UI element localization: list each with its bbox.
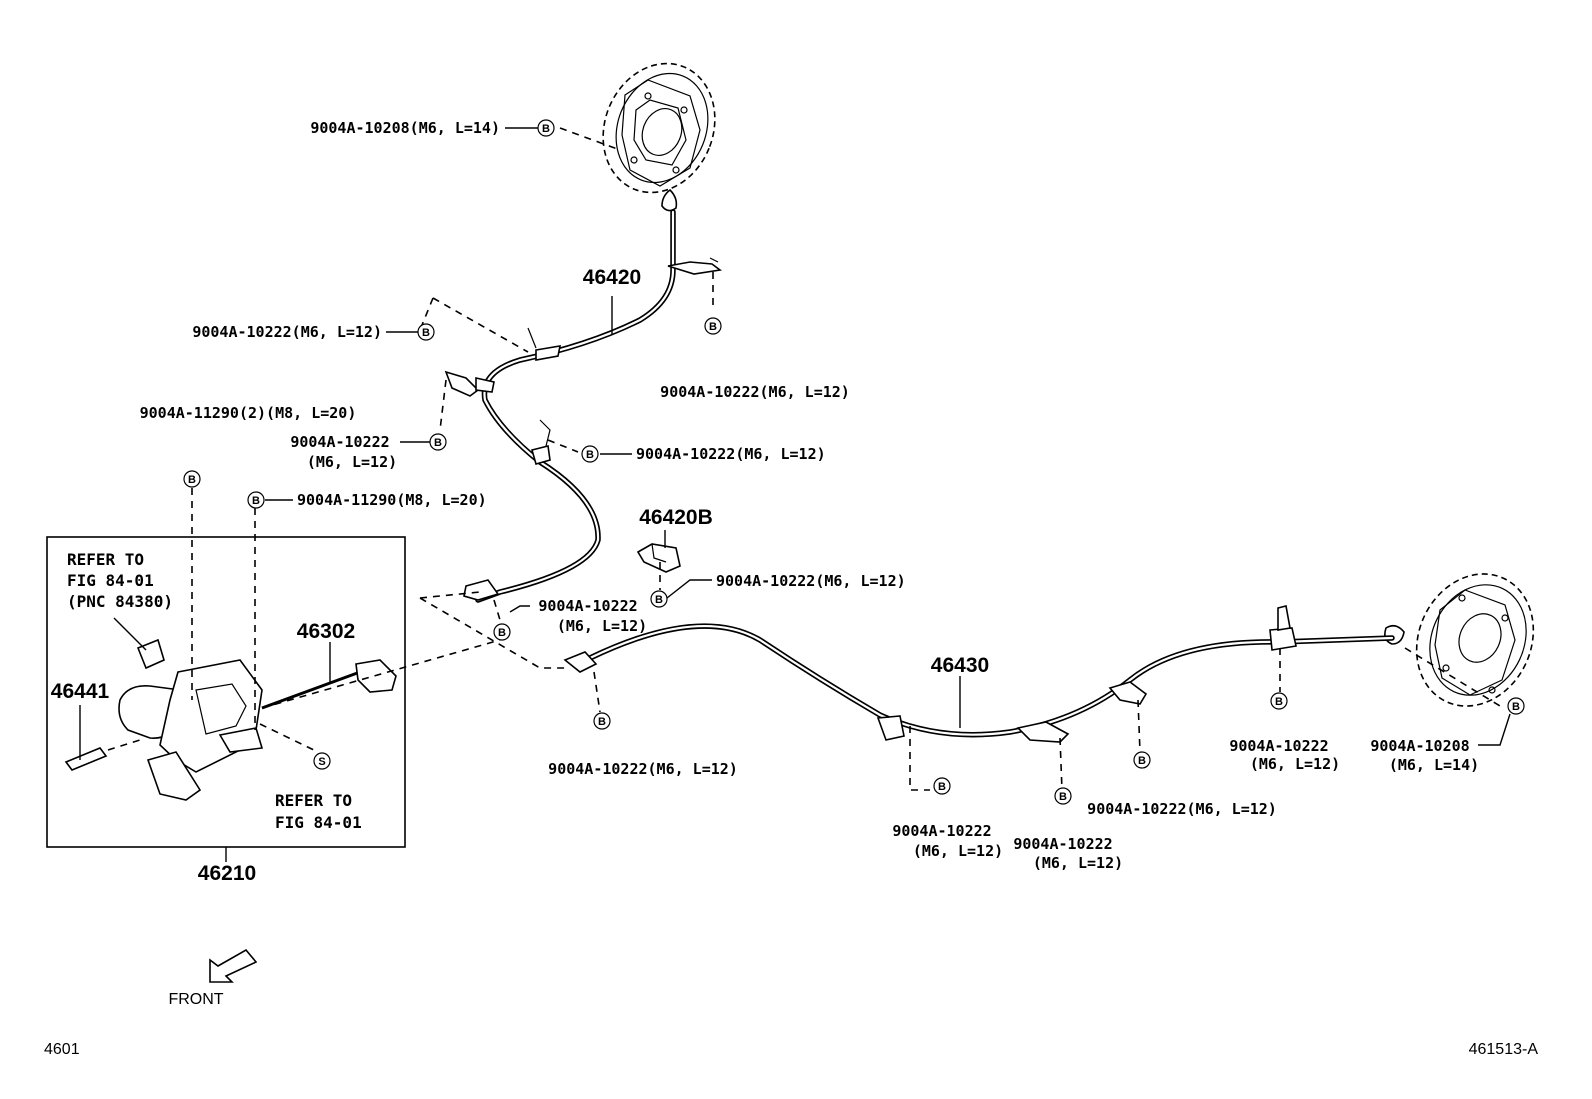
bolt-marker-2: B — [417, 323, 435, 341]
bracket-46420b — [636, 543, 681, 573]
refer-note-1-line3: (PNC 84380) — [67, 592, 173, 611]
part-number-46302: 46302 — [297, 620, 355, 643]
bolt-marker-9: B — [493, 623, 511, 641]
bolt-marker-7: B — [247, 491, 265, 509]
part-number-46420b: 46420B — [639, 506, 713, 529]
part-number-46430: 46430 — [931, 654, 989, 677]
bolt-marker-6: B — [183, 470, 201, 488]
bolt-marker-3: B — [704, 317, 722, 335]
rear-brake-backing-plate-right — [1384, 573, 1535, 707]
screw-marker: S — [313, 752, 331, 770]
label-bolt-mid-2-line2: (M6, L=12) — [1033, 854, 1123, 872]
svg-text:B: B — [422, 327, 430, 339]
label-bolt-right-2: (M6, L=12) — [1250, 755, 1340, 773]
bolt-marker-15: B — [1507, 697, 1525, 715]
label-leader-lines — [79, 127, 1511, 862]
svg-text:B: B — [1059, 791, 1067, 803]
bolt-marker-8: B — [650, 590, 668, 608]
svg-text:B: B — [1512, 701, 1520, 713]
dashed-assembly-lines — [107, 127, 1501, 791]
label-bolt-cable-clip-b: 9004A-10222(M6, L=12) — [636, 445, 826, 463]
label-bolt-right-disc-1: 9004A-10208 — [1370, 737, 1469, 755]
label-bolt-front-bottom: 9004A-10222(M6, L=12) — [548, 760, 738, 778]
svg-text:B: B — [1275, 696, 1283, 708]
svg-text:B: B — [542, 123, 550, 135]
label-bolt-cable-clip-a-1: 9004A-10222 — [290, 433, 389, 451]
refer-note-2-line1: REFER TO — [275, 791, 352, 810]
label-bolt-right-upper-bracket: 9004A-10222(M6, L=12) — [660, 383, 850, 401]
svg-text:B: B — [598, 716, 606, 728]
parking-brake-lever-assy — [64, 638, 264, 801]
label-bolt-46420b: 9004A-10222(M6, L=12) — [716, 572, 906, 590]
bolt-marker-13: B — [1133, 751, 1151, 769]
bolt-marker-5: B — [581, 445, 599, 463]
bolt-marker-4: B — [429, 433, 447, 451]
bolt-marker-10: B — [593, 712, 611, 730]
svg-text:B: B — [1138, 755, 1146, 767]
label-bolt-mid-1-line2: (M6, L=12) — [913, 842, 1003, 860]
label-bolt-lever-m8-qty: 9004A-11290(2)(M8, L=20) — [140, 404, 357, 422]
label-bolt-mid-2-line1: 9004A-10222 — [1013, 835, 1112, 853]
bolt-marker-1: B — [537, 119, 555, 137]
front-label: FRONT — [168, 991, 223, 1008]
cable-46420 — [444, 209, 723, 603]
label-bolt-right-1: 9004A-10222 — [1229, 737, 1328, 755]
front-direction-arrow-icon — [209, 948, 258, 983]
bolt-marker-14: B — [1270, 692, 1288, 710]
rear-brake-backing-plate-upper — [602, 62, 716, 212]
label-bolt-cable-clip-a-2: (M6, L=12) — [307, 453, 397, 471]
bolt-marker-12: B — [1054, 787, 1072, 805]
part-number-46441: 46441 — [51, 680, 110, 703]
label-bolt-top-disc: 9004A-10208(M6, L=14) — [310, 119, 500, 137]
label-bolt-mid-1-line1: 9004A-10222 — [892, 822, 991, 840]
label-bolt-right-disc-2: (M6, L=14) — [1389, 756, 1479, 774]
label-bolt-bracket-upper: 9004A-10222(M6, L=12) — [192, 323, 382, 341]
bolt-marker-11: B — [933, 777, 951, 795]
label-bolt-equalizer-1: 9004A-10222 — [538, 597, 637, 615]
part-number-46210: 46210 — [198, 862, 256, 885]
svg-text:B: B — [655, 594, 663, 606]
svg-text:B: B — [938, 781, 946, 793]
page-code: 4601 — [44, 1041, 80, 1058]
refer-note-1-line1: REFER TO — [67, 550, 144, 569]
label-bolt-equalizer-2: (M6, L=12) — [557, 617, 647, 635]
svg-text:B: B — [586, 449, 594, 461]
svg-text:S: S — [318, 756, 325, 768]
part-number-46420: 46420 — [583, 266, 641, 289]
figure-code: 461513-A — [1469, 1041, 1539, 1058]
svg-text:B: B — [188, 474, 196, 486]
svg-text:B: B — [434, 437, 442, 449]
label-bolt-mid-3: 9004A-10222(M6, L=12) — [1087, 800, 1277, 818]
refer-note-2-line2: FIG 84-01 — [275, 813, 362, 832]
svg-text:B: B — [252, 495, 260, 507]
label-bolt-lever-m8: 9004A-11290(M8, L=20) — [297, 491, 487, 509]
svg-text:B: B — [498, 627, 506, 639]
svg-text:B: B — [709, 321, 717, 333]
intermediate-lever-46302 — [261, 659, 397, 710]
refer-note-1-line2: FIG 84-01 — [67, 571, 154, 590]
cable-46430 — [563, 605, 1395, 743]
